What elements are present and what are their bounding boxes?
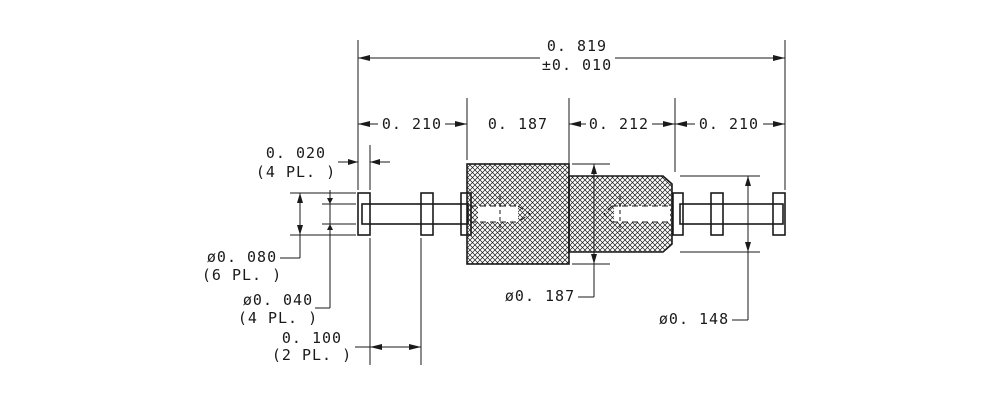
seg-right-label: 0. 210 [699, 115, 759, 133]
dimension-lines [280, 55, 785, 350]
overall-length-label: 0. 819 [547, 37, 607, 55]
part-outline [357, 163, 786, 265]
extension-lines [290, 40, 786, 365]
flange-left-2 [420, 192, 434, 236]
dimension-labels: 0. 819 ±0. 010 0. 210 0. 187 0. 212 0. 2… [202, 37, 759, 364]
hidden-bore-left [470, 196, 531, 232]
pin-dia-label: ø0. 040 [243, 291, 313, 309]
flange-spacing-qty-label: (2 PL. ) [272, 346, 352, 364]
flange-left-1 [357, 192, 371, 236]
body-dia-label: ø0. 187 [505, 287, 575, 305]
flange-dia-qty-label: (6 PL. ) [202, 266, 282, 284]
seg-body-right-label: 0. 212 [589, 115, 649, 133]
flange-right-1 [672, 192, 684, 236]
flange-spacing-label: 0. 100 [282, 329, 342, 347]
left-pin-shaft [361, 203, 469, 225]
seg-left-label: 0. 210 [382, 115, 442, 133]
body-right-dia-label: ø0. 148 [659, 310, 729, 328]
flange-right-3 [772, 192, 786, 236]
overall-tolerance-label: ±0. 010 [542, 56, 612, 74]
right-pin-shaft [679, 203, 784, 225]
pin-dia-qty-label: (4 PL. ) [238, 309, 318, 327]
flange-dia-label: ø0. 080 [207, 248, 277, 266]
flange-right-2 [710, 192, 724, 236]
flange-thickness-label: 0. 020 [266, 144, 326, 162]
flange-thickness-qty-label: (4 PL. ) [256, 163, 336, 181]
seg-body-left-label: 0. 187 [488, 115, 548, 133]
hidden-bore-right [603, 196, 672, 232]
